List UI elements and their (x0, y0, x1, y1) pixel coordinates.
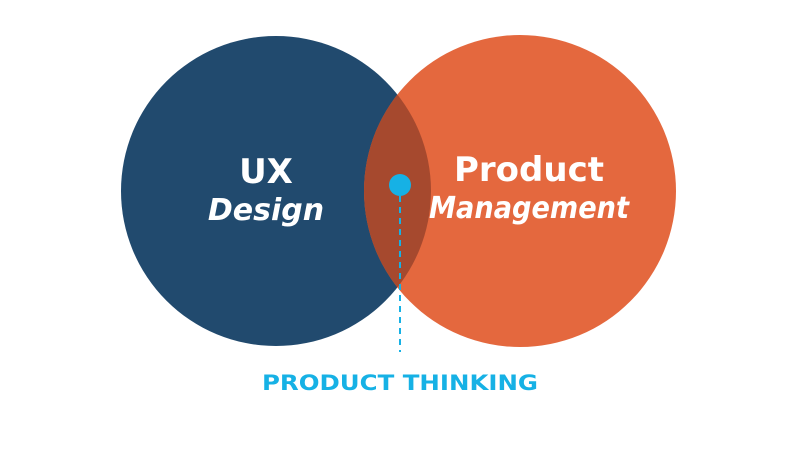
ux-design-circle (121, 36, 431, 346)
design-label: Design (208, 193, 324, 228)
ux-label: UX (239, 152, 293, 192)
product-thinking-label: PRODUCT THINKING (262, 371, 538, 395)
product-label: Product (454, 150, 604, 190)
intersection-marker-dot (389, 174, 411, 196)
management-label: Management (429, 191, 631, 226)
product-management-circle (364, 35, 676, 347)
